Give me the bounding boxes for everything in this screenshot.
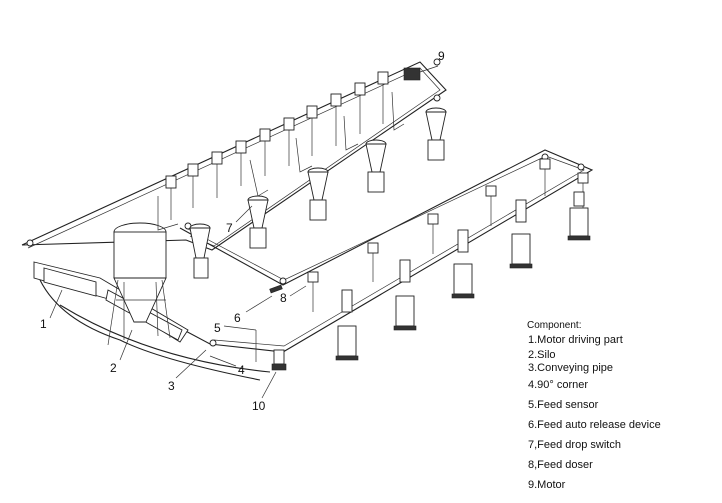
silo [107, 222, 171, 346]
callout-8: 8 [280, 291, 287, 305]
callout-7: 7 [226, 221, 233, 235]
lower-conveying-loop [179, 149, 594, 353]
sensor-and-corner-parts [255, 284, 287, 371]
callout-2: 2 [110, 361, 117, 375]
legend-item-7: 7,Feed drop switch [528, 439, 621, 451]
upper-row-feed-dosers [165, 71, 389, 189]
component-legend: Component: 1.Motor driving part 2.Silo 3… [527, 320, 661, 491]
legend-item-3: 3.Conveying pipe [528, 362, 613, 374]
callout-5: 5 [214, 321, 221, 335]
callout-labels: 1 2 3 4 5 6 7 8 9 10 [40, 49, 445, 413]
lower-row-feed-dosers [307, 158, 589, 312]
legend-item-8: 8,Feed doser [528, 459, 593, 471]
legend-item-4: 4.90° corner [528, 379, 588, 391]
top-motor [403, 67, 421, 81]
leader-lines [49, 65, 439, 399]
lower-row-dispensers [335, 191, 591, 361]
legend-item-1: 1.Motor driving part [528, 334, 623, 346]
legend-item-6: 6.Feed auto release device [528, 419, 661, 431]
legend-item-2: 2.Silo [528, 349, 556, 361]
callout-6: 6 [234, 311, 241, 325]
callout-9: 9 [438, 49, 445, 63]
callout-4: 4 [238, 363, 245, 377]
callout-3: 3 [168, 379, 175, 393]
legend-item-9: 9.Motor [528, 479, 566, 491]
legend-title: Component: [527, 320, 581, 331]
callout-10: 10 [252, 399, 266, 413]
legend-item-5: 5.Feed sensor [528, 399, 599, 411]
callout-1: 1 [40, 317, 47, 331]
upper-row-drop-pipes [157, 84, 405, 231]
upper-row-hoppers [189, 107, 447, 279]
